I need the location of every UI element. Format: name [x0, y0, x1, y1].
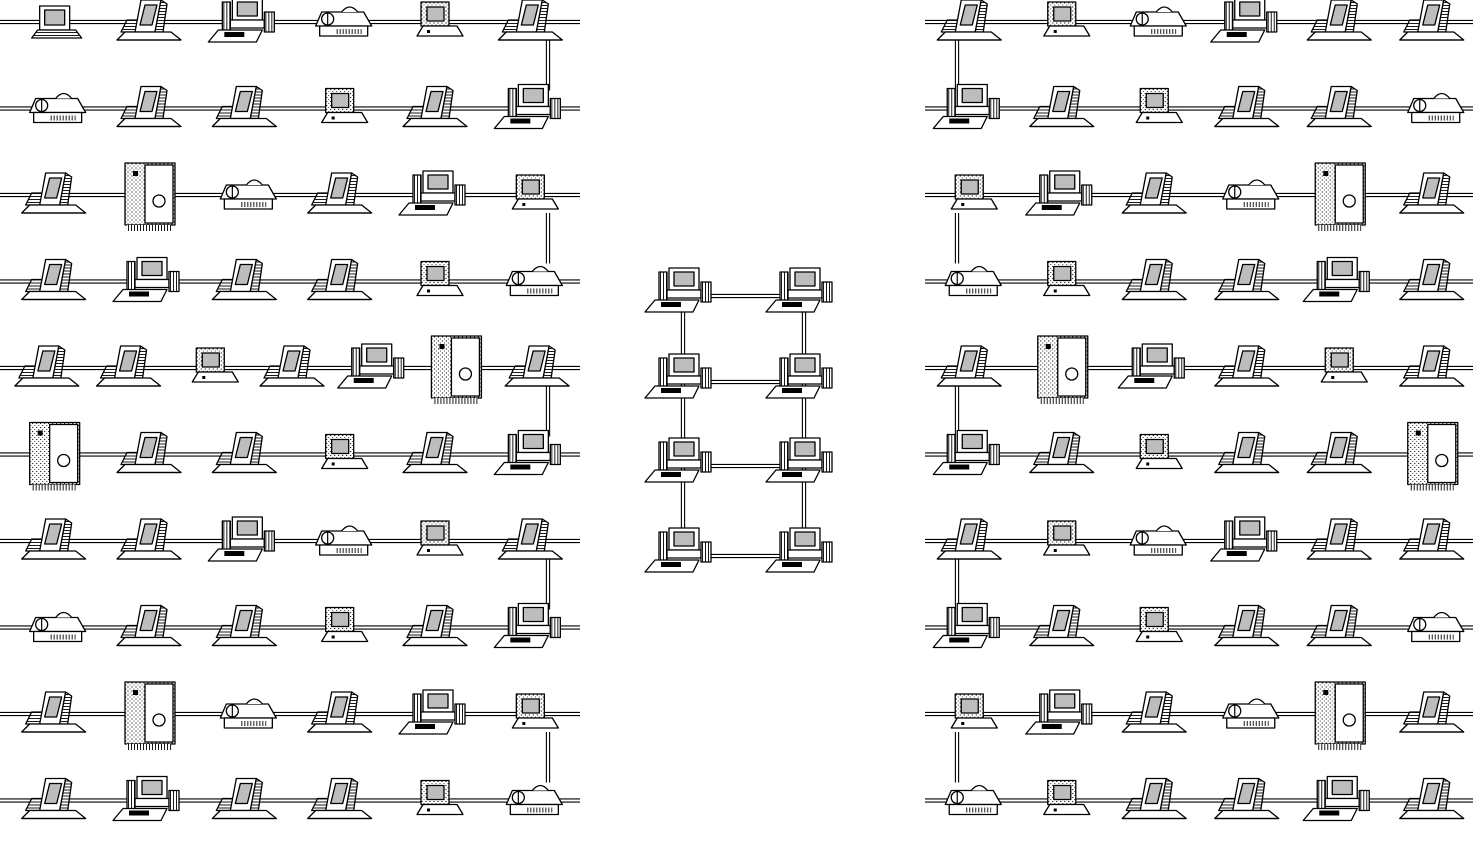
- right-network-row-10-cable: [925, 799, 1473, 802]
- right-network-row-9-server-tower-5: [1315, 682, 1365, 750]
- left-network-link-7-8: [546, 559, 549, 610]
- right-network-row-2-cable: [925, 107, 1473, 110]
- left-network-row-3-printer-3: [220, 180, 276, 209]
- right-network-row-10-printer-1: [945, 786, 1001, 815]
- right-network-row-6-server-tower-6: [1408, 423, 1458, 491]
- right-network-row-7-small-terminal-2: [1044, 521, 1090, 555]
- right-network-row-3-server-tower-5: [1315, 163, 1365, 231]
- left-network-row-10-printer-6: [506, 786, 562, 815]
- right-network-row-3-printer-4: [1223, 180, 1279, 209]
- left-network-row-1-desktop-computer-3: [208, 0, 274, 42]
- left-network-row-1-cable: [0, 20, 580, 23]
- left-network-row-9-small-terminal-6: [512, 694, 558, 728]
- right-network-row-6-cable: [925, 453, 1473, 456]
- right-network-row-3-cable: [925, 193, 1473, 196]
- right-network-row-7-cable: [925, 539, 1473, 542]
- right-network-row-6-small-terminal-3: [1136, 435, 1182, 469]
- left-network-row-3-server-tower-2: [125, 163, 175, 231]
- right-network-row-10-small-terminal-2: [1044, 781, 1090, 815]
- right-network-row-1-printer-3: [1130, 7, 1186, 36]
- left-network-link-9-10: [546, 732, 549, 783]
- right-network-row-5-cable: [925, 366, 1473, 369]
- left-network-row-7-small-terminal-5: [417, 521, 463, 555]
- left-network-row-6-small-terminal-4: [322, 435, 368, 469]
- right-network-row-3-small-terminal-1: [951, 175, 997, 209]
- right-network-link-1-2: [955, 40, 958, 91]
- left-network-row-4-cable: [0, 280, 580, 283]
- left-network-row-8-small-terminal-4: [322, 608, 368, 642]
- right-network-link-5-6: [955, 386, 958, 437]
- left-network-row-7-printer-4: [316, 526, 372, 555]
- left-network-row-4-printer-6: [506, 267, 562, 296]
- right-network-row-1-cable: [925, 20, 1473, 23]
- center-network-desktop-computer-r1-c1: [645, 268, 711, 312]
- center-network-desktop-computer-r1-c2: [766, 268, 832, 312]
- left-network-row-1-monitor-1: [32, 6, 82, 38]
- left-network-row-2-small-terminal-4: [322, 89, 368, 123]
- left-network-row-4-small-terminal-5: [417, 262, 463, 296]
- left-network-link-5-6: [546, 386, 549, 437]
- right-network-link-9-10: [955, 732, 958, 783]
- left-network-row-1-small-terminal-5: [417, 2, 463, 36]
- center-network-desktop-computer-r2-c2: [766, 354, 832, 398]
- right-network-row-1-desktop-computer-4: [1211, 0, 1277, 42]
- left-network-row-9-printer-3: [220, 699, 276, 728]
- left-network-row-10-small-terminal-5: [417, 781, 463, 815]
- center-network-desktop-computer-r3-c2: [766, 438, 832, 482]
- right-network-row-5-server-tower-2: [1038, 336, 1088, 404]
- left-network-row-7-cable: [0, 539, 580, 542]
- center-network-column-1-cable: [681, 312, 684, 532]
- right-network-row-7-printer-3: [1130, 526, 1186, 555]
- center-network-desktop-computer-r3-c1: [645, 438, 711, 482]
- right-network-row-4-cable: [925, 280, 1473, 283]
- right-network-link-7-8: [955, 559, 958, 610]
- right-network-row-9-cable: [925, 712, 1473, 715]
- left-network-row-3-small-terminal-6: [512, 175, 558, 209]
- left-network-row-5-small-terminal-3: [192, 348, 238, 382]
- left-network-row-8-cable: [0, 626, 580, 629]
- left-network-row-10-cable: [0, 799, 580, 802]
- left-network-row-3-cable: [0, 193, 580, 196]
- center-network-column-2-cable: [802, 312, 805, 532]
- left-network-link-3-4: [546, 213, 549, 264]
- right-network-row-9-small-terminal-1: [951, 694, 997, 728]
- left-network-row-2-cable: [0, 107, 580, 110]
- left-network-row-6-cable: [0, 453, 580, 456]
- left-network-row-5-server-tower-6: [431, 336, 481, 404]
- left-network-row-1-printer-4: [316, 7, 372, 36]
- left-network-row-2-printer-1: [30, 94, 86, 123]
- right-network-row-9-printer-4: [1223, 699, 1279, 728]
- left-network-row-9-server-tower-2: [125, 682, 175, 750]
- left-network-row-6-server-tower-1: [30, 423, 80, 491]
- center-network-desktop-computer-r4-c1: [645, 528, 711, 572]
- right-network-row-1-small-terminal-2: [1044, 2, 1090, 36]
- left-network-link-1-2: [546, 40, 549, 91]
- right-network-row-4-printer-1: [945, 267, 1001, 296]
- network-devices: [15, 0, 1464, 821]
- center-network-desktop-computer-r4-c2: [766, 528, 832, 572]
- right-network-row-8-printer-6: [1408, 613, 1464, 642]
- right-network-row-4-small-terminal-2: [1044, 262, 1090, 296]
- right-network-row-8-cable: [925, 626, 1473, 629]
- left-network-row-8-printer-1: [30, 613, 86, 642]
- left-network-row-9-cable: [0, 712, 580, 715]
- network-cables: [0, 20, 1473, 802]
- right-network-link-3-4: [955, 213, 958, 264]
- right-network-row-2-small-terminal-3: [1136, 89, 1182, 123]
- right-network-row-5-small-terminal-5: [1321, 348, 1367, 382]
- right-network-row-8-small-terminal-3: [1136, 608, 1182, 642]
- right-network-row-2-printer-6: [1408, 94, 1464, 123]
- center-network-desktop-computer-r2-c1: [645, 354, 711, 398]
